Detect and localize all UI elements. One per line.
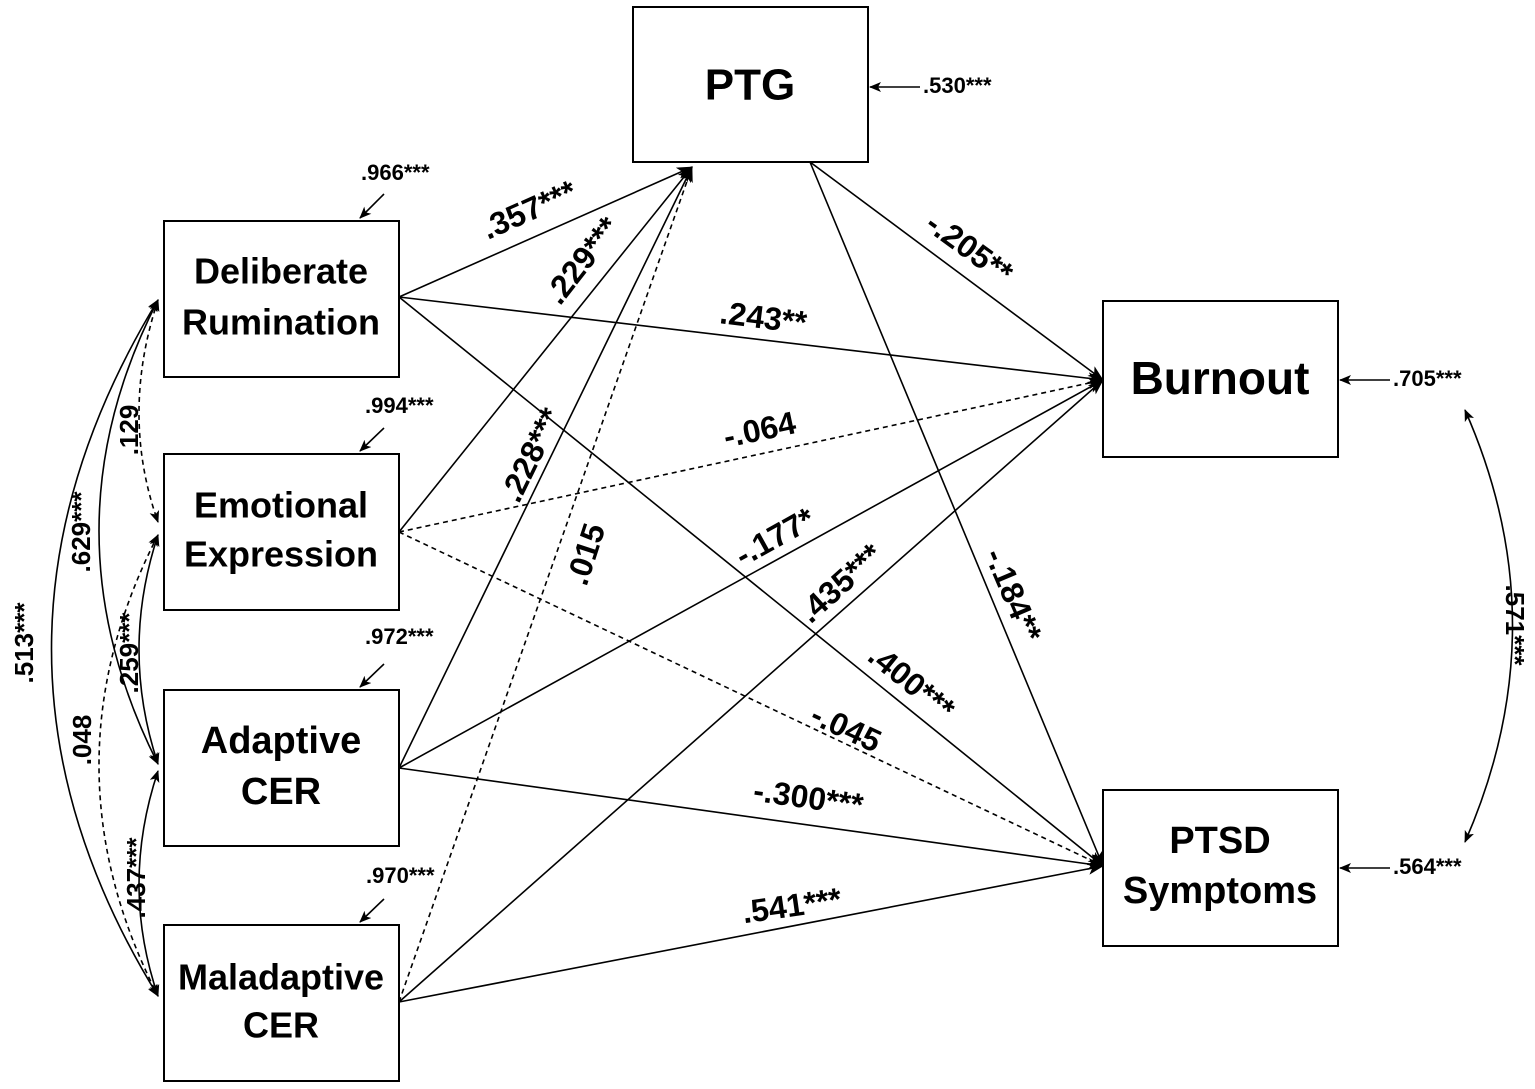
node-deliberate-rumination: Deliberate Rumination bbox=[163, 220, 400, 378]
coef-dr-ptg: .357*** bbox=[476, 173, 582, 247]
path-dr-ptg bbox=[398, 166, 693, 298]
resid-label-burnout: .705*** bbox=[1393, 366, 1462, 391]
path-acer-burnout bbox=[398, 379, 1104, 769]
corr-label-acer-mcer: .437*** bbox=[121, 837, 151, 919]
coef-ee-ptg: .229*** bbox=[537, 210, 627, 311]
path-ee-burnout bbox=[398, 377, 1104, 533]
coef-ptg-burnout: -.205** bbox=[919, 205, 1020, 292]
node-ptg-label: PTG bbox=[705, 61, 795, 110]
coef-dr-burnout: .243** bbox=[718, 294, 809, 340]
path-acer-ptg bbox=[398, 166, 693, 769]
corr-arc-acer-mcer bbox=[138, 770, 160, 997]
corr-label-dr-mcer: .513*** bbox=[9, 602, 39, 684]
node-dr-label-line2: Rumination bbox=[182, 302, 380, 343]
node-ee-label-line1: Emotional bbox=[194, 485, 368, 526]
coef-acer-burnout: -.177* bbox=[729, 500, 822, 573]
coef-mcer-ptsd: .541*** bbox=[740, 881, 844, 931]
resid-label-ee: .994*** bbox=[365, 393, 434, 418]
path-ptg-burnout bbox=[809, 161, 1104, 381]
node-acer-label-line2: CER bbox=[241, 771, 321, 813]
resid-label-ptg: .530*** bbox=[923, 73, 992, 98]
node-ptg: PTG bbox=[632, 6, 869, 163]
resid-label-mcer: .970*** bbox=[366, 863, 435, 888]
node-mcer-label-line1: Maladaptive bbox=[178, 957, 384, 998]
coef-ee-burnout: -.064 bbox=[720, 404, 799, 454]
resid-arrow-mcer bbox=[359, 898, 385, 923]
path-dr-ptsd bbox=[398, 296, 1104, 867]
path-mcer-ptsd bbox=[398, 862, 1104, 1003]
node-adaptive-cer: Adaptive CER bbox=[163, 689, 400, 847]
node-ee-label-line2: Expression bbox=[184, 534, 378, 575]
corr-label-dr-ee: .129 bbox=[114, 405, 144, 456]
node-ptsd-symptoms: PTSD Symptoms bbox=[1102, 789, 1339, 947]
node-acer-label-line1: Adaptive bbox=[201, 720, 361, 762]
path-ee-ptsd bbox=[398, 531, 1104, 867]
coef-ee-ptsd: -.045 bbox=[805, 696, 886, 759]
resid-arrow-ee bbox=[359, 427, 385, 452]
node-maladaptive-cer: Maladaptive CER bbox=[163, 924, 400, 1082]
resid-arrow-dr bbox=[359, 193, 385, 219]
node-burnout: Burnout bbox=[1102, 300, 1339, 458]
corr-arc-dr-acer bbox=[98, 299, 159, 765]
coef-mcer-ptg: .015 bbox=[559, 519, 612, 589]
node-emotional-expression: Emotional Expression bbox=[163, 453, 400, 611]
node-ptsd-label-line2: Symptoms bbox=[1123, 870, 1317, 912]
corr-label-ee-acer: .259*** bbox=[114, 612, 144, 694]
path-acer-ptsd bbox=[398, 767, 1104, 870]
corr-label-dr-acer: .629*** bbox=[66, 491, 96, 573]
coef-acer-ptg: .228*** bbox=[493, 402, 569, 508]
node-burnout-label: Burnout bbox=[1131, 352, 1310, 404]
path-mcer-ptg bbox=[398, 166, 693, 1003]
resid-label-ptsd: .564*** bbox=[1393, 854, 1462, 879]
resid-label-acer: .972*** bbox=[365, 624, 434, 649]
node-ptsd-label-line1: PTSD bbox=[1169, 820, 1270, 862]
path-ptg-ptsd bbox=[809, 161, 1104, 867]
coef-ptg-ptsd: -.184** bbox=[978, 543, 1050, 648]
path-mcer-burnout bbox=[398, 379, 1104, 1003]
corr-arc-burnout-ptsd bbox=[1464, 409, 1514, 843]
resid-arrow-acer bbox=[359, 663, 385, 688]
path-dr-burnout bbox=[398, 296, 1104, 385]
coef-acer-ptsd: -.300*** bbox=[751, 772, 866, 823]
coef-mcer-burnout: .435*** bbox=[791, 536, 890, 630]
node-dr-label-line1: Deliberate bbox=[194, 251, 368, 292]
path-ee-ptg bbox=[398, 166, 693, 533]
corr-arc-ee-mcer bbox=[98, 534, 159, 997]
corr-label-ee-mcer: .048 bbox=[67, 715, 97, 766]
resid-label-dr: .966*** bbox=[361, 160, 430, 185]
node-mcer-label-line2: CER bbox=[243, 1005, 319, 1046]
corr-arc-dr-mcer bbox=[50, 299, 159, 997]
corr-label-burnout-ptsd: .571*** bbox=[1500, 585, 1530, 667]
